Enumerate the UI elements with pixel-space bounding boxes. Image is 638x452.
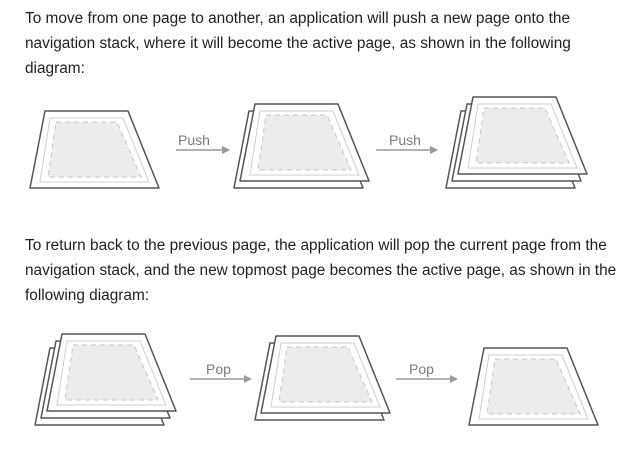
push-diagram: Push Push <box>29 96 588 189</box>
page-card <box>29 110 160 189</box>
push-arrow-label: Push <box>389 132 421 148</box>
page-card <box>239 103 370 182</box>
push-arrow-label: Push <box>178 132 210 148</box>
pop-arrow-label: Pop <box>409 361 434 377</box>
pop-intro-paragraph: To return back to the previous page, the… <box>25 237 617 304</box>
page-card <box>46 333 177 412</box>
push-arrow-2: Push <box>376 132 438 154</box>
page-stack-3 <box>445 96 588 189</box>
page-card <box>468 347 599 426</box>
page-stack-1 <box>29 110 160 189</box>
page-stack-2 <box>233 103 370 189</box>
push-intro-paragraph: To move from one page to another, an app… <box>25 10 571 77</box>
pop-arrow-1: Pop <box>190 361 252 383</box>
pop-diagram: Pop Pop <box>34 333 599 426</box>
page-card <box>260 335 391 414</box>
page-card <box>457 96 588 175</box>
page-stack-3 <box>34 333 177 426</box>
push-arrow-1: Push <box>176 132 230 154</box>
pop-arrow-label: Pop <box>206 361 231 377</box>
pop-arrow-2: Pop <box>396 361 458 383</box>
page-stack-2 <box>254 335 391 421</box>
page-stack-1 <box>468 347 599 426</box>
